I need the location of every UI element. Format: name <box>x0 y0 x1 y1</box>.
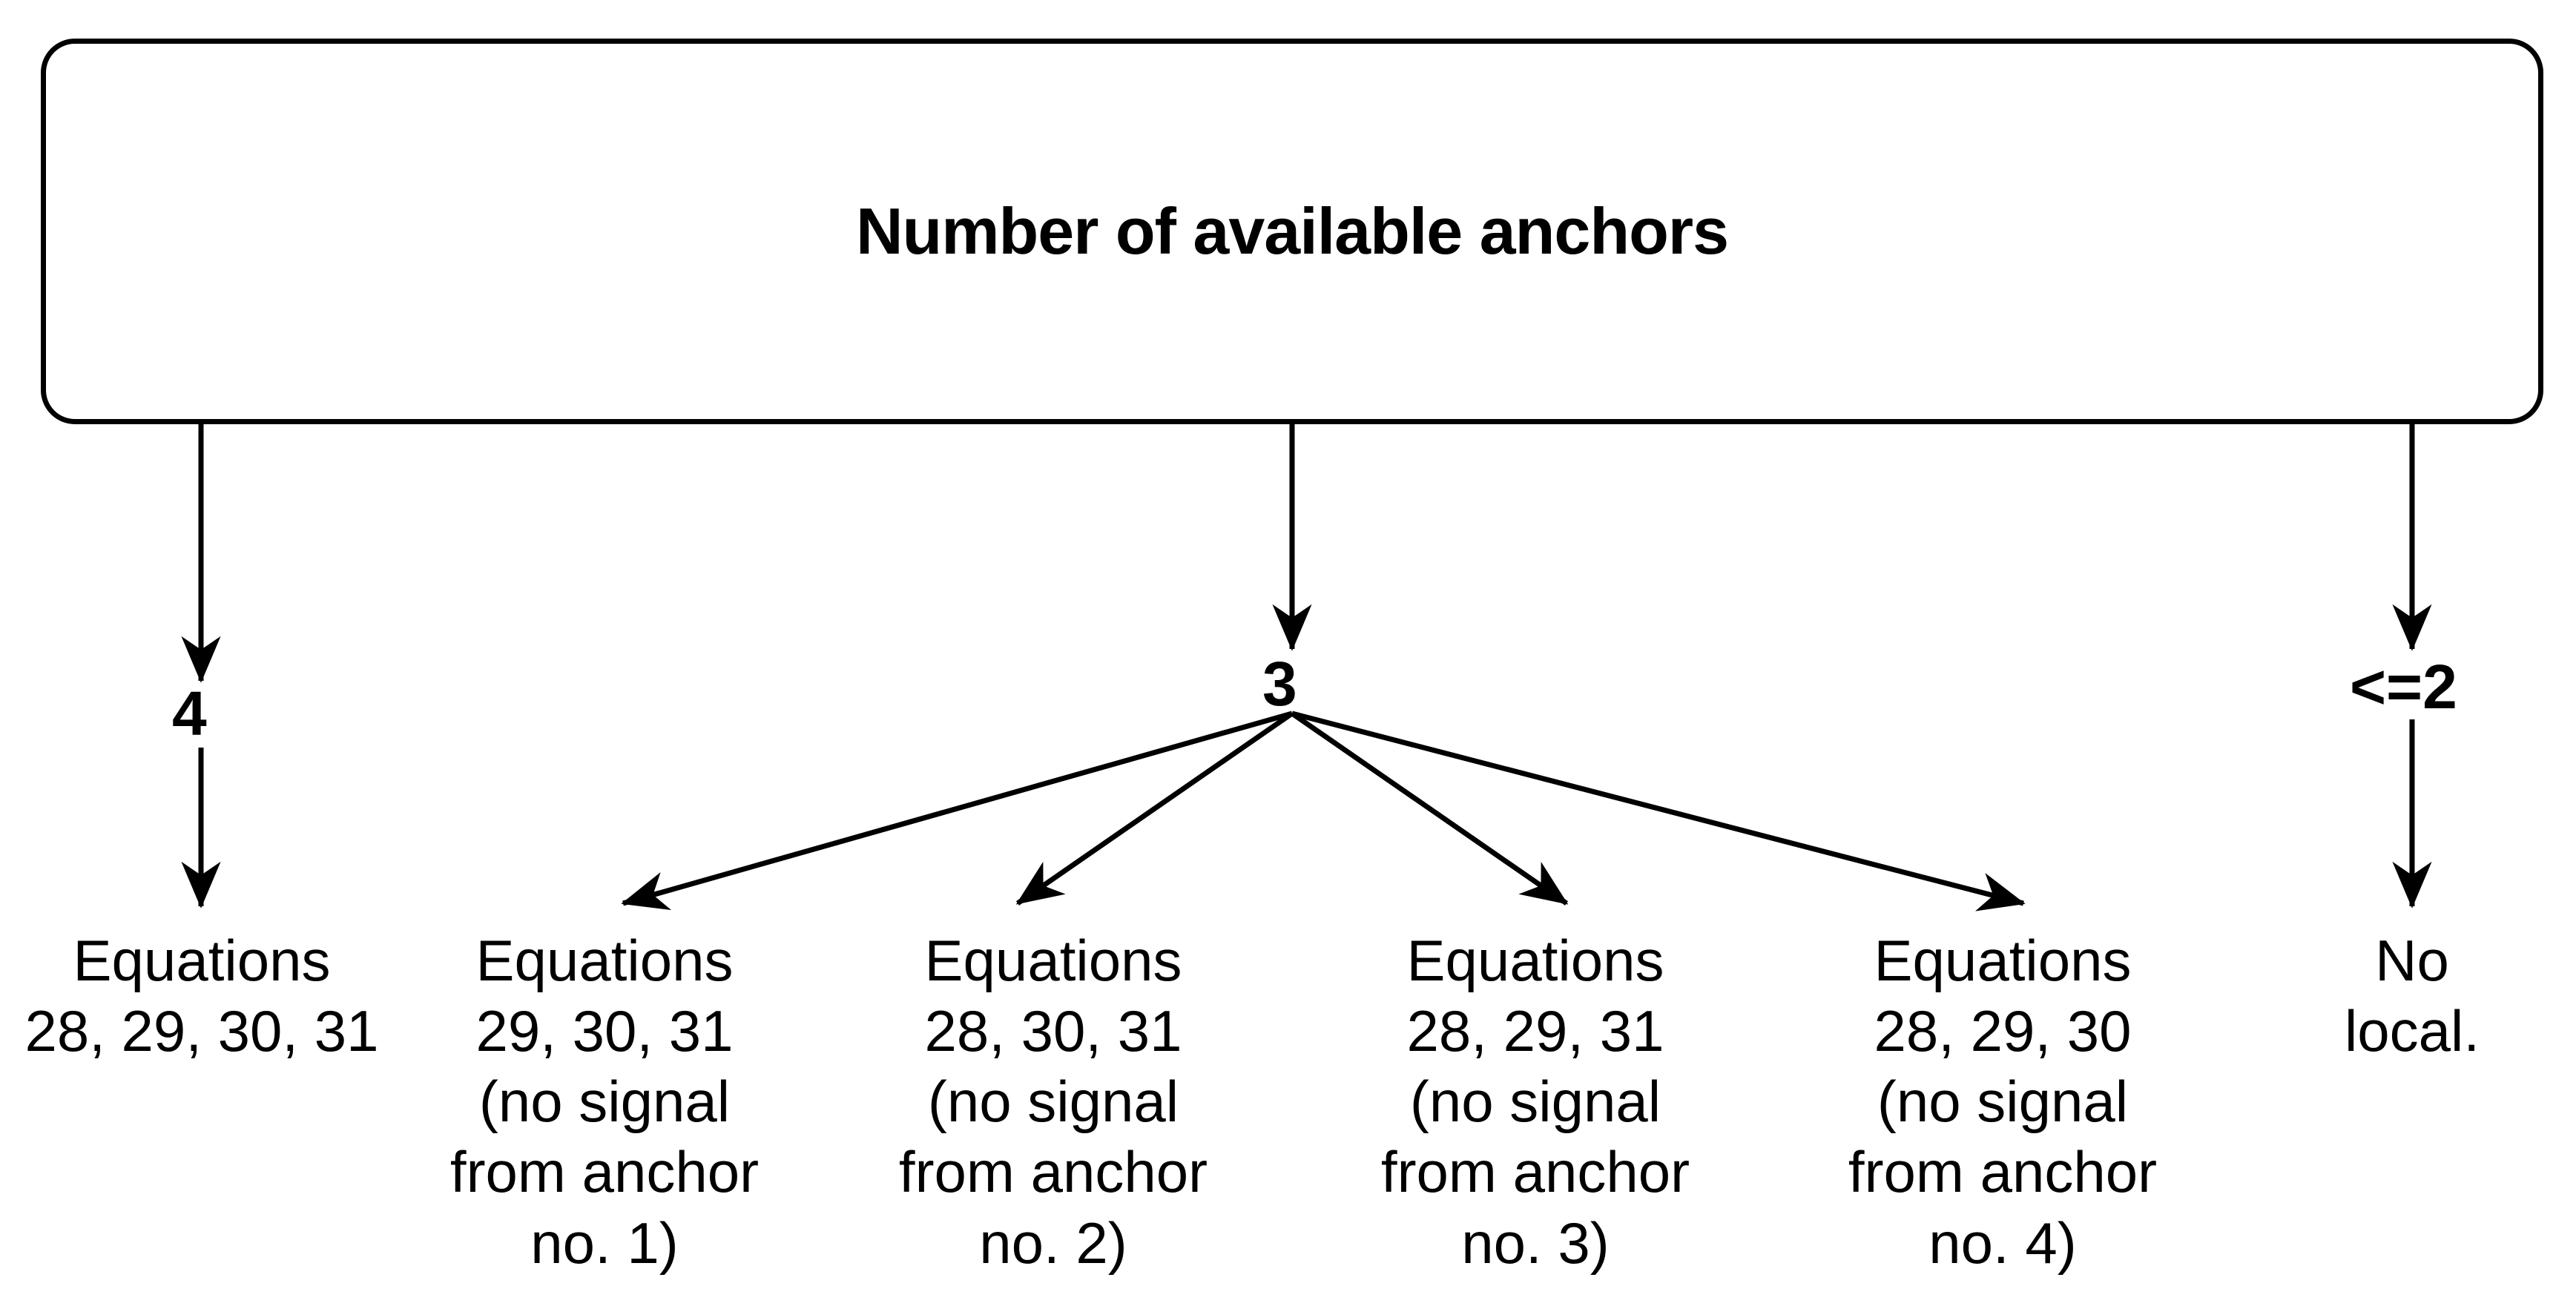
edge-label-4: 4 <box>172 679 207 748</box>
leaf-eq-29-30-31: Equations 29, 30, 31 (no signal from anc… <box>449 928 760 1276</box>
edge-3-to-leaf4 <box>1291 711 1569 906</box>
root-node-label: Number of available anchors <box>855 194 1729 268</box>
leaf-eq-28-29-30-31: Equations 28, 29, 30, 31 <box>24 928 379 1064</box>
edge-3-to-leaf5 <box>1291 710 2026 911</box>
leaf-no-localization: No local. <box>2344 928 2480 1064</box>
leaf-eq-28-30-31: Equations 28, 30, 31 (no signal from anc… <box>898 928 1208 1276</box>
edge-label-3: 3 <box>1262 649 1297 719</box>
leaf-eq-28-29-30: Equations 28, 29, 30 (no signal from anc… <box>1848 928 2158 1276</box>
edge-3-to-leaf2 <box>621 710 1293 911</box>
edge-label-le2: <=2 <box>2350 652 2457 722</box>
leaf-eq-28-29-31: Equations 28, 29, 31 (no signal from anc… <box>1380 928 1690 1276</box>
root-node-box: Number of available anchors <box>41 39 2543 424</box>
edge-3-to-leaf3 <box>1015 711 1294 906</box>
